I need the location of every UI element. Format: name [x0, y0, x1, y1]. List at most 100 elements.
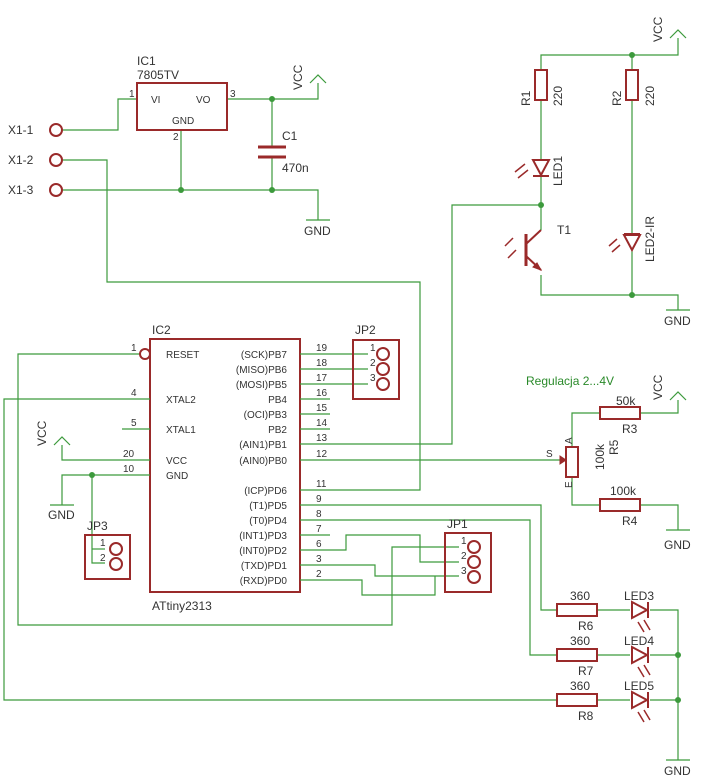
resistor-r1	[534, 69, 548, 101]
jp2-pin2: 2	[370, 358, 376, 369]
ic2-body	[149, 338, 301, 593]
ic2-pin-pb4: PB4	[268, 395, 287, 406]
led3-symbol	[631, 600, 651, 633]
x1-3-label: X1-3	[8, 183, 34, 197]
jp1-name: JP1	[447, 517, 468, 531]
ic2-pinnum-5: 5	[131, 418, 137, 429]
led1-name: LED1	[551, 156, 565, 186]
r8-value: 360	[570, 679, 590, 693]
ic2-pinnum-6: 6	[316, 539, 322, 550]
potentiometer-r5	[559, 446, 579, 478]
led2-ir-symbol	[608, 233, 642, 253]
ic2-pin-pd4: (T0)PD4	[249, 516, 287, 527]
ic2-pin-pd3: (INT1)PD3	[239, 531, 287, 542]
ic1-value: 7805TV	[137, 68, 179, 82]
vcc-label-2: VCC	[651, 16, 665, 42]
resistor-r8	[556, 693, 598, 707]
r2-name: R2	[610, 90, 624, 106]
gnd-label-2: GND	[664, 314, 691, 328]
ic2-pinnum-17: 17	[316, 373, 328, 384]
r3-name: R3	[622, 422, 638, 436]
r4-value: 100k	[610, 484, 637, 498]
ic1-pin2: 2	[173, 132, 179, 143]
c1-value: 470n	[282, 161, 309, 175]
gnd-label-5: GND	[664, 764, 691, 778]
vcc-label-3: VCC	[35, 420, 49, 446]
jp1-pin2: 2	[461, 551, 467, 562]
gnd-label-3: GND	[48, 508, 75, 522]
ic2-pin-pd5: (T1)PD5	[249, 501, 287, 512]
ic2-pinnum-19: 19	[316, 343, 328, 354]
labels: X1-1 X1-2 X1-3 IC1 7805TV VI VO GND 1 3 …	[8, 16, 691, 778]
ic2-pinnum-13: 13	[316, 433, 328, 444]
jp1-pin3: 3	[461, 566, 467, 577]
ic2-pin-pb0: (AIN0)PB0	[239, 456, 287, 467]
ic1-pin-gnd: GND	[172, 116, 194, 127]
t1-symbol	[504, 220, 543, 271]
ic1-pin1: 1	[129, 89, 135, 100]
ic2-pin-pb1: (AIN1)PB1	[239, 440, 287, 451]
resistor-r6	[556, 603, 598, 617]
ic2-pinnum-2: 2	[316, 569, 322, 580]
resistor-r2	[625, 69, 639, 101]
r1-value: 220	[551, 86, 565, 106]
led5-symbol	[631, 690, 651, 723]
ic2-pinnum-11: 11	[316, 479, 327, 490]
ic2-pin-pb7: (SCK)PB7	[241, 350, 288, 361]
jp2-pin3: 3	[370, 373, 376, 384]
led4-name: LED4	[624, 634, 654, 648]
r6-value: 360	[570, 589, 590, 603]
ic2-pinnum-16: 16	[316, 388, 328, 399]
regulation-note: Regulacja 2...4V	[526, 374, 614, 388]
r3-value: 50k	[616, 394, 636, 408]
r2-value: 220	[643, 86, 657, 106]
ic2-pinnum-4: 4	[131, 388, 137, 399]
ic2-pinnum-1: 1	[131, 343, 137, 354]
led2-name: LED2-IR	[643, 216, 657, 262]
jp2-symbol	[352, 339, 400, 400]
r4-name: R4	[622, 514, 638, 528]
r5-name: R5	[607, 439, 621, 455]
gnd-label-4: GND	[664, 538, 691, 552]
jp2-name: JP2	[355, 323, 376, 337]
resistor-r4	[599, 498, 641, 512]
ic1-name: IC1	[137, 54, 156, 68]
jp1-pin1: 1	[461, 536, 467, 547]
power-symbols	[50, 29, 690, 761]
led1-symbol	[514, 159, 551, 179]
ic2-reset-inverter	[139, 348, 151, 360]
ic2-pinnum-8: 8	[316, 509, 322, 520]
ic2-value: ATtiny2313	[152, 599, 212, 613]
led3-name: LED3	[624, 589, 654, 603]
ic2-pin-pd1: (TXD)PD1	[241, 561, 288, 572]
ic2-pin-pb2: PB2	[268, 425, 287, 436]
jp1-symbol	[444, 532, 492, 593]
ic2-pin-stubs	[122, 353, 330, 581]
jp3-name: JP3	[87, 519, 108, 533]
jp3-symbol	[84, 534, 131, 580]
led4-symbol	[631, 645, 651, 678]
resistor-r3	[599, 406, 641, 420]
ic2-pin-vcc: VCC	[166, 456, 187, 467]
ic2-pin-xtal2: XTAL2	[166, 395, 196, 406]
gnd-label-1: GND	[304, 224, 331, 238]
jp3-pin2: 2	[100, 553, 106, 564]
x1-2-label: X1-2	[8, 153, 34, 167]
vcc-label-1: VCC	[291, 64, 305, 90]
r5-value: 100k	[593, 443, 607, 470]
ic1-pin-vo: VO	[196, 95, 211, 106]
led5-name: LED5	[624, 679, 654, 693]
x1-1-label: X1-1	[8, 123, 34, 137]
c1-name: C1	[282, 129, 298, 143]
ic2-pin-pd6: (ICP)PD6	[244, 486, 287, 497]
r1-name: R1	[519, 90, 533, 106]
ic2-pinnum-20: 20	[123, 449, 135, 460]
junctions	[89, 52, 681, 703]
t1-name: T1	[557, 223, 571, 237]
ic1-body	[136, 82, 228, 131]
ic2-pinnum-14: 14	[316, 418, 328, 429]
r8-name: R8	[578, 709, 594, 723]
ic2-pin-pd2: (INT0)PD2	[239, 546, 287, 557]
